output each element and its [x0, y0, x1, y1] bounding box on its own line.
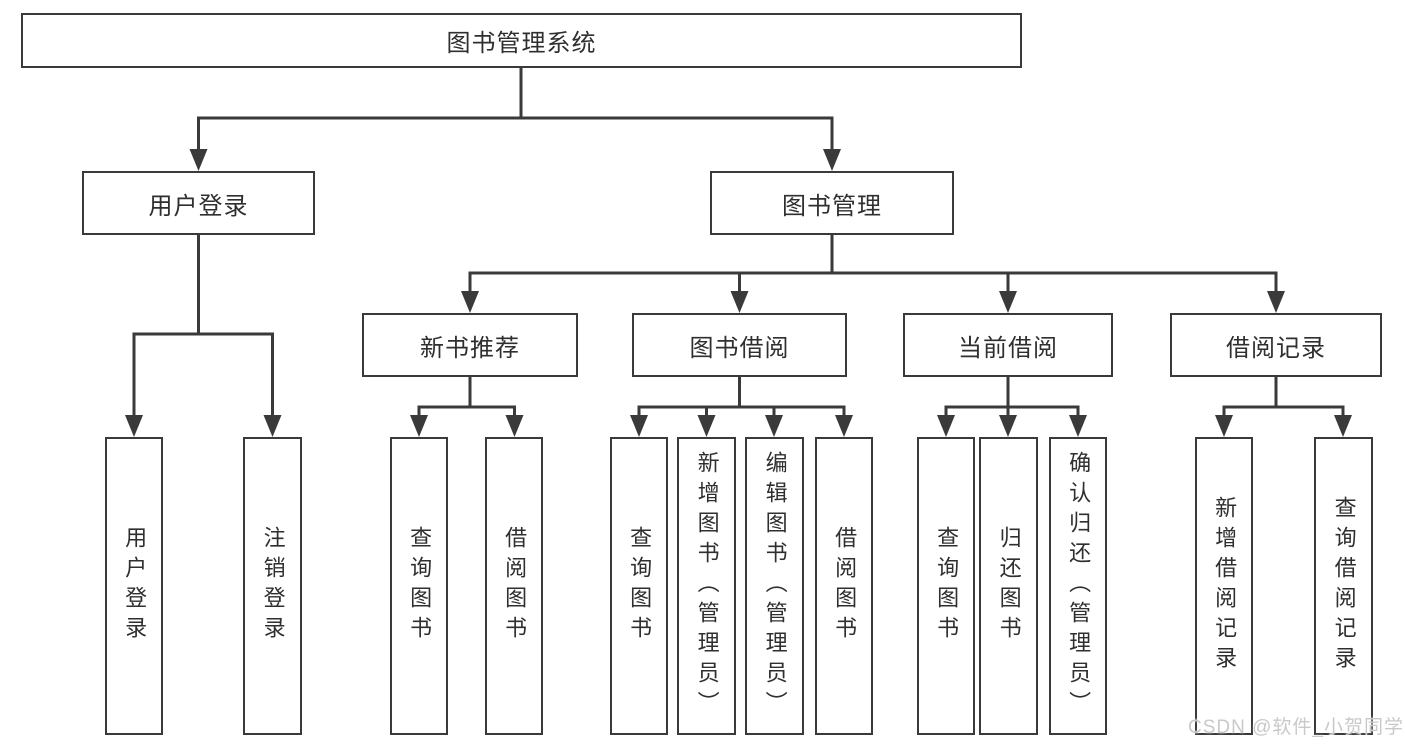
leaf-edit-book-admin: 编辑图书（管理员） [745, 437, 804, 735]
leaf-return-book-label: 归还图书 [996, 526, 1022, 646]
node-new-book-recommend: 新书推荐 [362, 313, 578, 377]
watermark: CSDN @软件_小贺同学 [1188, 717, 1404, 738]
leaf-confirm-return-admin-label: 确认归还（管理员） [1066, 451, 1092, 721]
leaf-query-book-current: 查询图书 [917, 437, 975, 735]
leaf-add-borrow-record: 新增借阅记录 [1195, 437, 1253, 735]
leaf-confirm-return-admin: 确认归还（管理员） [1049, 437, 1107, 735]
node-book-management: 图书管理 [710, 171, 954, 235]
leaf-borrow-book-recommend: 借阅图书 [485, 437, 543, 735]
leaf-query-book-current-label: 查询图书 [934, 526, 960, 646]
leaf-logout-label: 注销登录 [260, 526, 286, 646]
node-book-borrow: 图书借阅 [632, 313, 847, 377]
leaf-logout: 注销登录 [243, 437, 302, 735]
leaf-query-borrow-record: 查询借阅记录 [1314, 437, 1373, 735]
leaf-query-book-borrow-label: 查询图书 [627, 526, 653, 646]
connector-new-book-recommend-children [410, 377, 524, 437]
leaf-query-borrow-record-label: 查询借阅记录 [1331, 496, 1357, 676]
leaf-edit-book-admin-label: 编辑图书（管理员） [762, 451, 788, 721]
connector-current-borrow-children [937, 377, 1087, 437]
leaf-borrow-book: 借阅图书 [815, 437, 873, 735]
leaf-user-login-label: 用户登录 [122, 526, 148, 646]
connector-book-management-to-level3 [461, 235, 1285, 313]
leaf-add-book-admin: 新增图书（管理员） [677, 437, 736, 735]
node-borrow-record: 借阅记录 [1170, 313, 1382, 377]
leaf-query-book-borrow: 查询图书 [610, 437, 668, 735]
leaf-borrow-book-label: 借阅图书 [832, 526, 858, 646]
leaf-query-book-recommend-label: 查询图书 [407, 526, 433, 646]
leaf-user-login: 用户登录 [105, 437, 163, 735]
leaf-add-book-admin-label: 新增图书（管理员） [694, 451, 720, 721]
leaf-return-book: 归还图书 [979, 437, 1038, 735]
node-current-borrow: 当前借阅 [903, 313, 1113, 377]
node-root: 图书管理系统 [21, 13, 1022, 68]
connector-borrow-record-children [1215, 377, 1352, 437]
connector-book-borrow-children [630, 377, 853, 437]
leaf-query-book-recommend: 查询图书 [390, 437, 448, 735]
connector-root-to-level2 [189, 68, 841, 171]
node-user-login: 用户登录 [82, 171, 315, 235]
leaf-add-borrow-record-label: 新增借阅记录 [1212, 496, 1238, 676]
leaf-borrow-book-recommend-label: 借阅图书 [502, 526, 528, 646]
connector-user-login-children [125, 235, 282, 437]
